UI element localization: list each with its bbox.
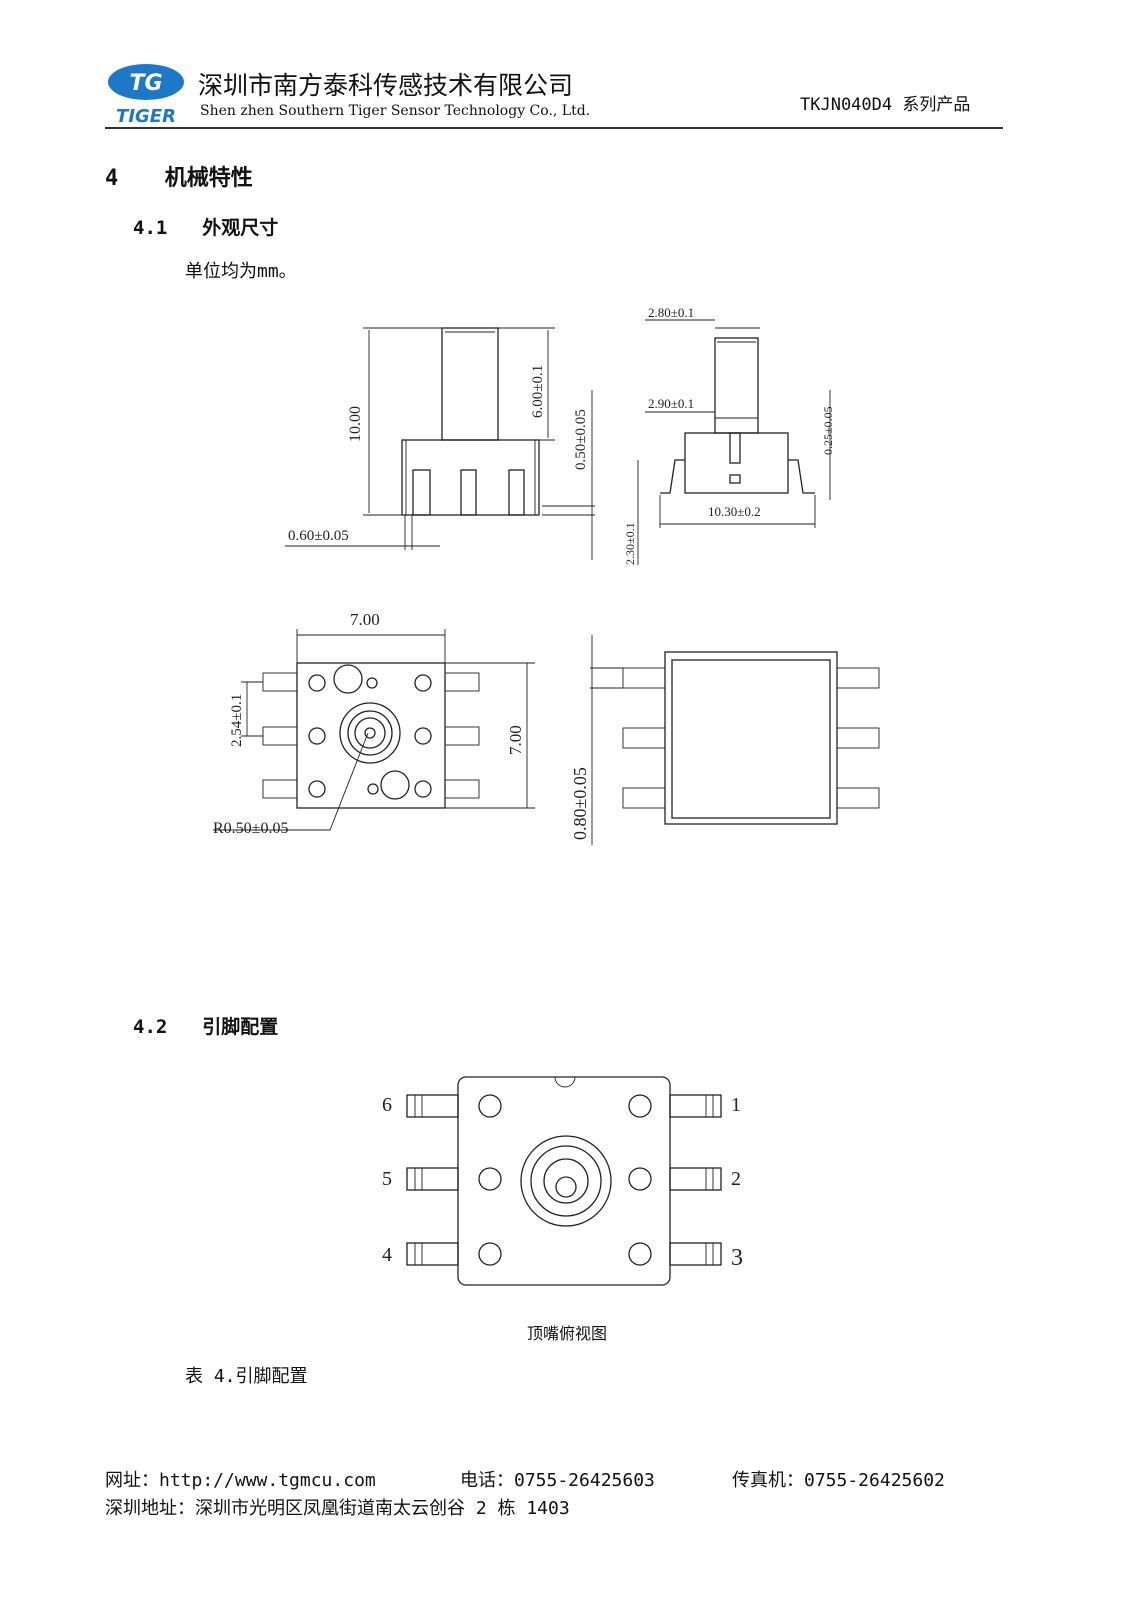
pin-label-2: 2 [731,1168,741,1190]
dim-front-height: 2.30±0.1 [623,522,637,565]
figure-caption: 顶嘴俯视图 [527,1324,608,1343]
company-logo: TG TIGER [105,62,187,127]
dim-front-tube: 2.90±0.1 [648,396,694,411]
pin-configuration-drawing: 6 5 4 1 2 3 [382,1076,743,1286]
logo-letters: TG [129,71,162,96]
pin-label-3: 3 [731,1245,743,1271]
logo-word: TIGER [116,106,176,126]
pin-label-6: 6 [382,1094,392,1116]
pin-label-4: 4 [382,1244,392,1266]
footer-address: 深圳地址：深圳市光明区凤凰街道南太云创谷 2 栋 1403 [105,1498,570,1519]
subsection-number: 4.2 [133,1016,168,1038]
dim-bottom-height: 7.00 [506,725,525,755]
dim-top-pin: 0.80±0.05 [570,767,590,840]
subsection-number: 4.1 [133,217,168,239]
pin-label-5: 5 [382,1168,392,1190]
dim-side-height: 10.00 [347,406,364,442]
section-title: 机械特性 [164,166,253,191]
dim-bottom-pitch: 2.54±0.1 [229,694,245,747]
side-view-drawing: 10.00 6.00±0.1 0.50±0.05 0.60±0.05 [285,327,595,560]
subsection-title: 外观尺寸 [202,217,279,239]
dim-side-tube: 6.00±0.1 [530,365,546,418]
company-name-en: Shen zhen Southern Tiger Sensor Technolo… [200,103,591,119]
front-view-drawing: 2.80±0.1 2.90±0.1 0.25±0.05 10.30±0.2 2.… [623,305,835,565]
pin-label-1: 1 [731,1094,741,1116]
subsection-heading-4-2: 4.2 引脚配置 [133,1012,278,1039]
dim-bottom-width: 7.00 [350,610,380,629]
product-series: TKJN040D4 系列产品 [800,95,971,115]
footer-website: 网址：http://www.tgmcu.com [105,1470,376,1491]
dim-front-width: 10.30±0.2 [708,504,761,519]
footer-fax: 传真机：0755-26425602 [732,1470,945,1491]
dim-side-pin: 0.60±0.05 [288,528,349,544]
subsection-title: 引脚配置 [202,1016,279,1038]
top-view-drawing: 0.80±0.05 [570,635,880,845]
table-caption: 表 4.引脚配置 [185,1366,308,1387]
footer-phone: 电话：0755-26425603 [460,1470,655,1491]
section-number: 4 [105,166,119,191]
subsection-heading-4-1: 4.1 外观尺寸 [133,213,278,240]
header-divider [105,127,1003,129]
bottom-view-drawing: 7.00 7.00 2.54±0.1 R0.50±0.05 [213,610,535,837]
dim-bottom-radius: R0.50±0.05 [213,820,288,837]
section-heading: 4 机械特性 [105,160,253,192]
units-note: 单位均为mm。 [185,261,297,282]
company-name-cn: 深圳市南方泰科传感技术有限公司 [198,71,574,100]
dim-side-standoff: 0.50±0.05 [573,409,589,470]
dim-front-top: 2.80±0.1 [648,305,694,320]
dim-front-lead: 0.25±0.05 [821,406,835,455]
